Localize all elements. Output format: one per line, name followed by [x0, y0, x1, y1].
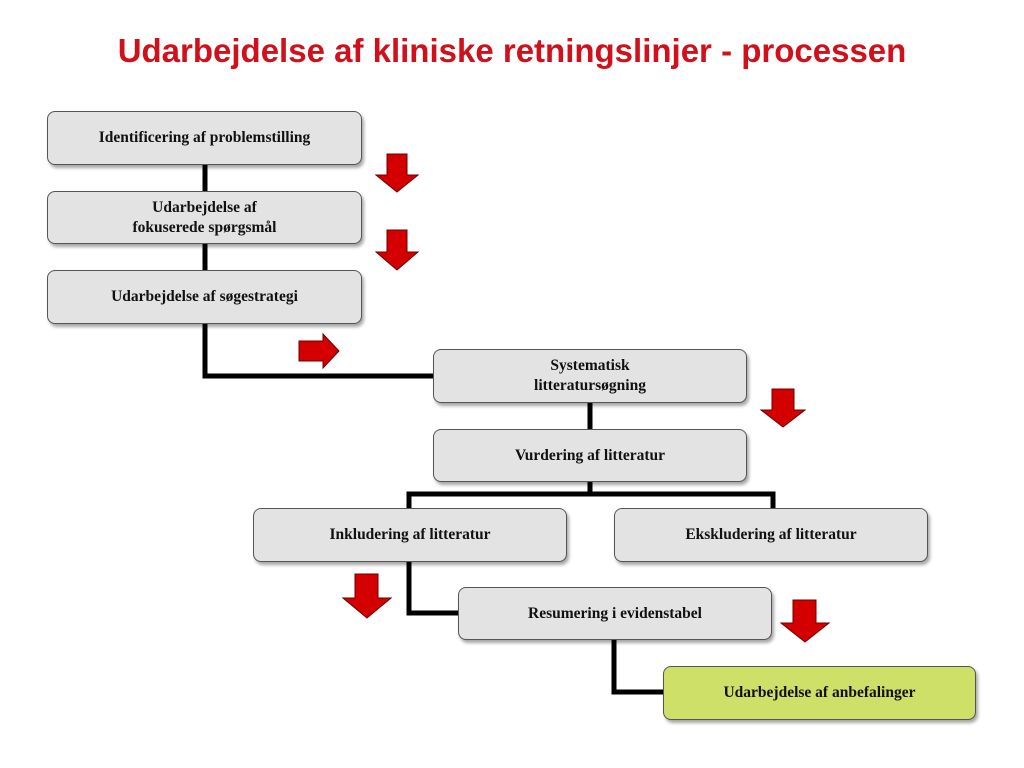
- down-arrow-icon: [780, 599, 830, 643]
- down-arrow-icon: [375, 153, 419, 193]
- step-identificering: Identificering af problemstilling: [47, 111, 362, 165]
- right-arrow-icon: [298, 333, 340, 369]
- down-arrow-icon: [342, 573, 392, 619]
- step-inkludering: Inkludering af litteratur: [253, 508, 567, 562]
- connector-3-4: [202, 324, 433, 379]
- connector-branch: [406, 491, 776, 508]
- slide-title: Udarbejdelse af kliniske retningslinjer …: [117, 32, 907, 69]
- step-fokuserede-spoergsmaal: Udarbejdelse af fokuserede spørgsmål: [47, 191, 362, 244]
- step-anbefalinger: Udarbejdelse af anbefalinger: [663, 666, 976, 720]
- step-vurdering: Vurdering af litteratur: [433, 429, 747, 482]
- step-litteratursoegning: Systematisk litteratursøgning: [433, 349, 747, 403]
- down-arrow-icon: [375, 229, 419, 271]
- step-soegestrategi: Udarbejdelse af søgestrategi: [47, 270, 362, 324]
- step-resumering: Resumering i evidenstabel: [458, 587, 772, 640]
- connector-6-8: [406, 562, 458, 616]
- step-ekskludering: Ekskludering af litteratur: [614, 508, 928, 562]
- down-arrow-icon: [760, 388, 806, 428]
- connector-8-9: [611, 640, 663, 695]
